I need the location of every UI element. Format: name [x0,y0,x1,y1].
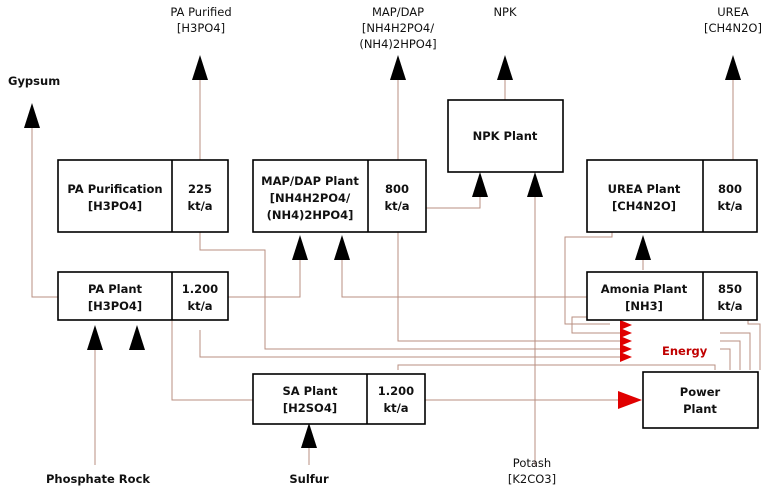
pa-plant-capacity-2: kt/a [187,299,212,313]
energy-arrow-2 [620,328,632,338]
sa-plant-name-2: [H2SO4] [283,401,337,415]
arrow-sulfur-in [301,423,317,448]
urea-plant-name-1: UREA Plant [608,182,681,196]
pa-plant-box: PA Plant [H3PO4] 1.200 kt/a [57,271,229,321]
arrow-phosphate-in-1 [87,325,103,350]
energy-arrow-4 [620,344,632,354]
amonia-plant-name-1: Amonia Plant [601,282,688,296]
sa-plant-name-1: SA Plant [282,384,338,398]
pa-plant-name-2: [H3PO4] [88,299,142,313]
arrow-urea [725,55,741,80]
map-dap-plant-name-2: [NH4H2PO4/ [270,191,351,205]
power-plant-box: Power Plant [642,371,759,429]
pa-purification-capacity-1: 225 [188,182,212,196]
arrow-map-dap [390,55,406,80]
output-urea-line2: [CH4N2O] [704,21,762,35]
sa-plant-capacity-2: kt/a [383,401,408,415]
input-potash-line1: Potash [513,456,551,470]
energy-label: Energy [662,344,708,358]
energy-arrow-3 [620,336,632,346]
arrow-pa-purified [192,55,208,80]
map-dap-plant-name-1: MAP/DAP Plant [261,174,359,188]
output-map-dap-line1: MAP/DAP [372,5,424,19]
arrow-phosphate-in-2 [129,325,145,350]
amonia-plant-capacity-1: 850 [718,282,742,296]
pa-plant-capacity-1: 1.200 [182,282,218,296]
output-map-dap-line2: [NH4H2PO4/ [362,21,434,35]
arrow-sa-to-power [618,391,642,409]
arrow-into-npk-1 [472,172,488,197]
arrow-npk [497,55,513,80]
sa-plant-capacity-1: 1.200 [378,384,414,398]
pa-plant-name-1: PA Plant [88,282,143,296]
pa-purification-box: PA Purification [H3PO4] 225 kt/a [57,159,229,233]
pa-purification-capacity-2: kt/a [187,199,212,213]
input-potash-line2: [K2CO3] [508,472,556,486]
map-dap-plant-capacity-2: kt/a [384,199,409,213]
output-map-dap-line3: (NH4)2HPO4] [359,37,436,51]
input-phosphate-rock: Phosphate Rock [46,472,150,486]
arrow-into-urea [635,235,651,260]
urea-plant-name-2: [CH4N2O] [612,199,676,213]
input-sulfur: Sulfur [289,472,329,486]
input-labels: Phosphate Rock Sulfur Potash [K2CO3] [46,456,556,486]
map-dap-plant-name-3: (NH4)2HPO4] [267,208,354,222]
output-gypsum: Gypsum [8,74,60,88]
output-pa-purified-line2: [H3PO4] [177,21,225,35]
energy-arrow-1 [620,320,632,330]
arrow-into-npk-2 [527,172,543,197]
urea-plant-capacity-2: kt/a [717,199,742,213]
power-plant-name-1: Power [680,385,721,399]
arrowheads [24,55,741,448]
amonia-plant-capacity-2: kt/a [717,299,742,313]
energy-arrow-5 [620,352,632,362]
output-npk: NPK [493,5,517,19]
pa-purification-name-1: PA Purification [67,182,162,196]
map-dap-plant-box: MAP/DAP Plant [NH4H2PO4/ (NH4)2HPO4] 800… [252,159,427,233]
urea-plant-box: UREA Plant [CH4N2O] 800 kt/a [586,159,758,233]
power-plant-name-2: Plant [683,402,717,416]
npk-plant-box: NPK Plant [447,99,564,173]
arrow-gypsum [24,103,40,128]
npk-plant-name: NPK Plant [473,129,538,143]
amonia-plant-name-2: [NH3] [625,299,663,313]
pa-purification-name-2: [H3PO4] [88,199,142,213]
arrow-into-map-dap-2 [334,235,350,260]
arrow-into-map-dap-1 [292,235,308,260]
output-labels: PA Purified [H3PO4] MAP/DAP [NH4H2PO4/ (… [8,5,762,88]
flow-lines [31,80,761,465]
output-urea-line1: UREA [717,5,749,19]
sa-plant-box: SA Plant [H2SO4] 1.200 kt/a [252,373,426,425]
amonia-plant-box: Amonia Plant [NH3] 850 kt/a [586,271,758,321]
output-pa-purified-line1: PA Purified [170,5,231,19]
map-dap-plant-capacity-1: 800 [385,182,409,196]
urea-plant-capacity-1: 800 [718,182,742,196]
